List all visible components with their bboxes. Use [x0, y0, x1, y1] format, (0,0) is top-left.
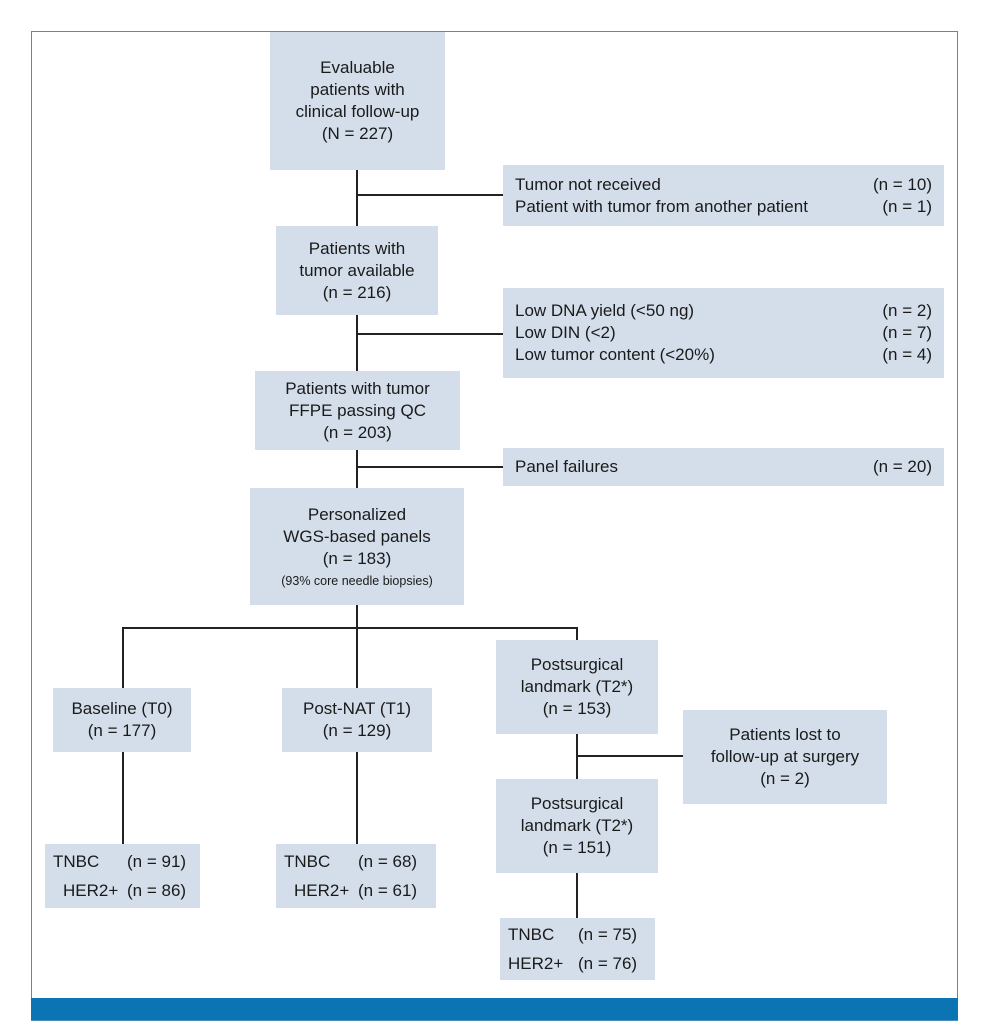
- subtype-count: (n = 91): [127, 852, 187, 871]
- exclusion-label: Low DIN (<2): [515, 323, 616, 342]
- exclusion-label: Low tumor content (<20%): [515, 345, 715, 364]
- exclusion-count: (n = 20): [872, 457, 932, 476]
- tumor-available-box: Patients with tumor available (n = 216): [276, 226, 438, 315]
- exclusion-count: (n = 10): [872, 174, 932, 194]
- connector-lost: [576, 755, 683, 757]
- subtype-label: TNBC: [53, 852, 100, 871]
- exclusion-label: Tumor not received: [515, 174, 661, 194]
- connector-postsurgical-subtypes: [576, 873, 578, 918]
- passing-qc-line-2: FFPE passing QC: [289, 400, 426, 420]
- subtype-label: HER2+: [294, 881, 350, 900]
- personalized-panels-box: Personalized WGS-based panels (n = 183) …: [250, 488, 464, 605]
- exclusion-row: Panel failures (n = 20): [515, 456, 932, 478]
- subtype-count: (n = 68): [358, 852, 418, 871]
- exclusion-row: Tumor not received (n = 10): [515, 174, 932, 196]
- connector-baseline-subtypes: [122, 752, 124, 844]
- exclusion-count: (n = 4): [882, 345, 932, 364]
- evaluable-line-4: (N = 227): [321, 124, 394, 143]
- subtype-count: (n = 76): [578, 954, 638, 973]
- subtype-count: (n = 61): [358, 881, 418, 900]
- baseline-box: Baseline (T0) (n = 177): [53, 688, 191, 752]
- passing-qc-box: Patients with tumor FFPE passing QC (n =…: [255, 371, 460, 450]
- connector-branch-right: [576, 627, 578, 640]
- exclusion-count: (n = 1): [882, 196, 932, 216]
- exclusion-label: Panel failures: [515, 457, 619, 476]
- baseline-line-2: (n = 177): [87, 721, 157, 740]
- post-nat-subtypes-box: TNBC (n = 68) HER2+ (n = 61): [276, 844, 436, 908]
- lost-line-2: follow-up at surgery: [710, 747, 860, 766]
- connector-main-1: [356, 170, 358, 226]
- evaluable-line-2: patients with: [310, 80, 405, 99]
- exclusion-row: Low tumor content (<20%) (n = 4): [515, 344, 932, 366]
- subtype-label: TNBC: [284, 852, 331, 871]
- passing-qc-line-3: (n = 203): [323, 422, 392, 442]
- subtype-label: TNBC: [508, 925, 555, 944]
- postsurgical-final-line-2: landmark (T2*): [520, 816, 634, 835]
- baseline-line-1: Baseline (T0): [71, 699, 173, 718]
- exclusion-box-1: Tumor not received (n = 10) Patient with…: [503, 165, 944, 226]
- lost-to-follow-up-box: Patients lost to follow-up at surgery (n…: [683, 710, 887, 804]
- postsurgical-line-2: landmark (T2*): [520, 677, 634, 696]
- exclusion-row: Patient with tumor from another patient …: [515, 196, 932, 218]
- exclusion-count: (n = 2): [882, 301, 932, 320]
- tumor-available-line-2: tumor available: [299, 260, 415, 280]
- postsurgical-final-line-1: Postsurgical: [530, 794, 624, 813]
- tumor-available-line-1: Patients with: [308, 238, 406, 258]
- tumor-available-line-3: (n = 216): [322, 282, 392, 302]
- connector-main-2: [356, 315, 358, 371]
- panels-line-2: WGS-based panels: [283, 526, 431, 546]
- exclusion-row: Low DIN (<2) (n = 7): [515, 322, 932, 344]
- lost-line-1: Patients lost to: [729, 725, 841, 744]
- postsurgical-final-line-3: (n = 151): [542, 838, 612, 857]
- panels-line-1: Personalized: [307, 504, 407, 524]
- exclusion-label: Low DNA yield (<50 ng): [515, 301, 695, 320]
- postsurgical-line-3: (n = 153): [542, 699, 612, 718]
- connector-exclusion-3: [356, 466, 503, 468]
- exclusion-label: Patient with tumor from another patient: [515, 196, 808, 216]
- lost-line-3: (n = 2): [760, 769, 810, 788]
- post-nat-line-1: Post-NAT (T1): [303, 699, 411, 718]
- post-nat-box: Post-NAT (T1) (n = 129): [282, 688, 432, 752]
- exclusion-box-2: Low DNA yield (<50 ng) (n = 2) Low DIN (…: [503, 288, 944, 378]
- connector-postnat-subtypes: [356, 752, 358, 844]
- subtype-label: HER2+: [63, 881, 119, 900]
- connector-exclusion-1: [356, 194, 503, 196]
- connector-branch-left: [122, 627, 124, 688]
- exclusion-row: Low DNA yield (<50 ng) (n = 2): [515, 300, 932, 322]
- subtype-count: (n = 86): [127, 881, 187, 900]
- post-nat-line-2: (n = 129): [322, 721, 392, 740]
- postsurgical-line-1: Postsurgical: [530, 655, 624, 674]
- postsurgical-subtypes-box: TNBC (n = 75) HER2+ (n = 76): [500, 918, 655, 980]
- connector-branch-horizontal: [122, 627, 578, 629]
- baseline-subtypes-box: TNBC (n = 91) HER2+ (n = 86): [45, 844, 200, 908]
- connector-main-4: [356, 605, 358, 688]
- panels-line-3: (n = 183): [322, 548, 392, 568]
- connector-exclusion-2: [356, 333, 503, 335]
- connector-main-3: [356, 450, 358, 488]
- postsurgical-final-box: Postsurgical landmark (T2*) (n = 151): [496, 779, 658, 873]
- exclusion-count: (n = 7): [882, 323, 932, 342]
- panels-note: (93% core needle biopsies): [281, 573, 433, 588]
- subtype-label: HER2+: [508, 954, 564, 973]
- passing-qc-line-1: Patients with tumor: [285, 378, 430, 398]
- exclusion-box-3: Panel failures (n = 20): [503, 448, 944, 486]
- evaluable-line-3: clinical follow-up: [295, 102, 420, 121]
- evaluable-line-1: Evaluable: [320, 58, 395, 77]
- subtype-count: (n = 75): [578, 925, 638, 944]
- evaluable-patients-box: Evaluable patients with clinical follow-…: [270, 32, 445, 170]
- bottom-color-bar: [31, 998, 958, 1020]
- postsurgical-box: Postsurgical landmark (T2*) (n = 153): [496, 640, 658, 734]
